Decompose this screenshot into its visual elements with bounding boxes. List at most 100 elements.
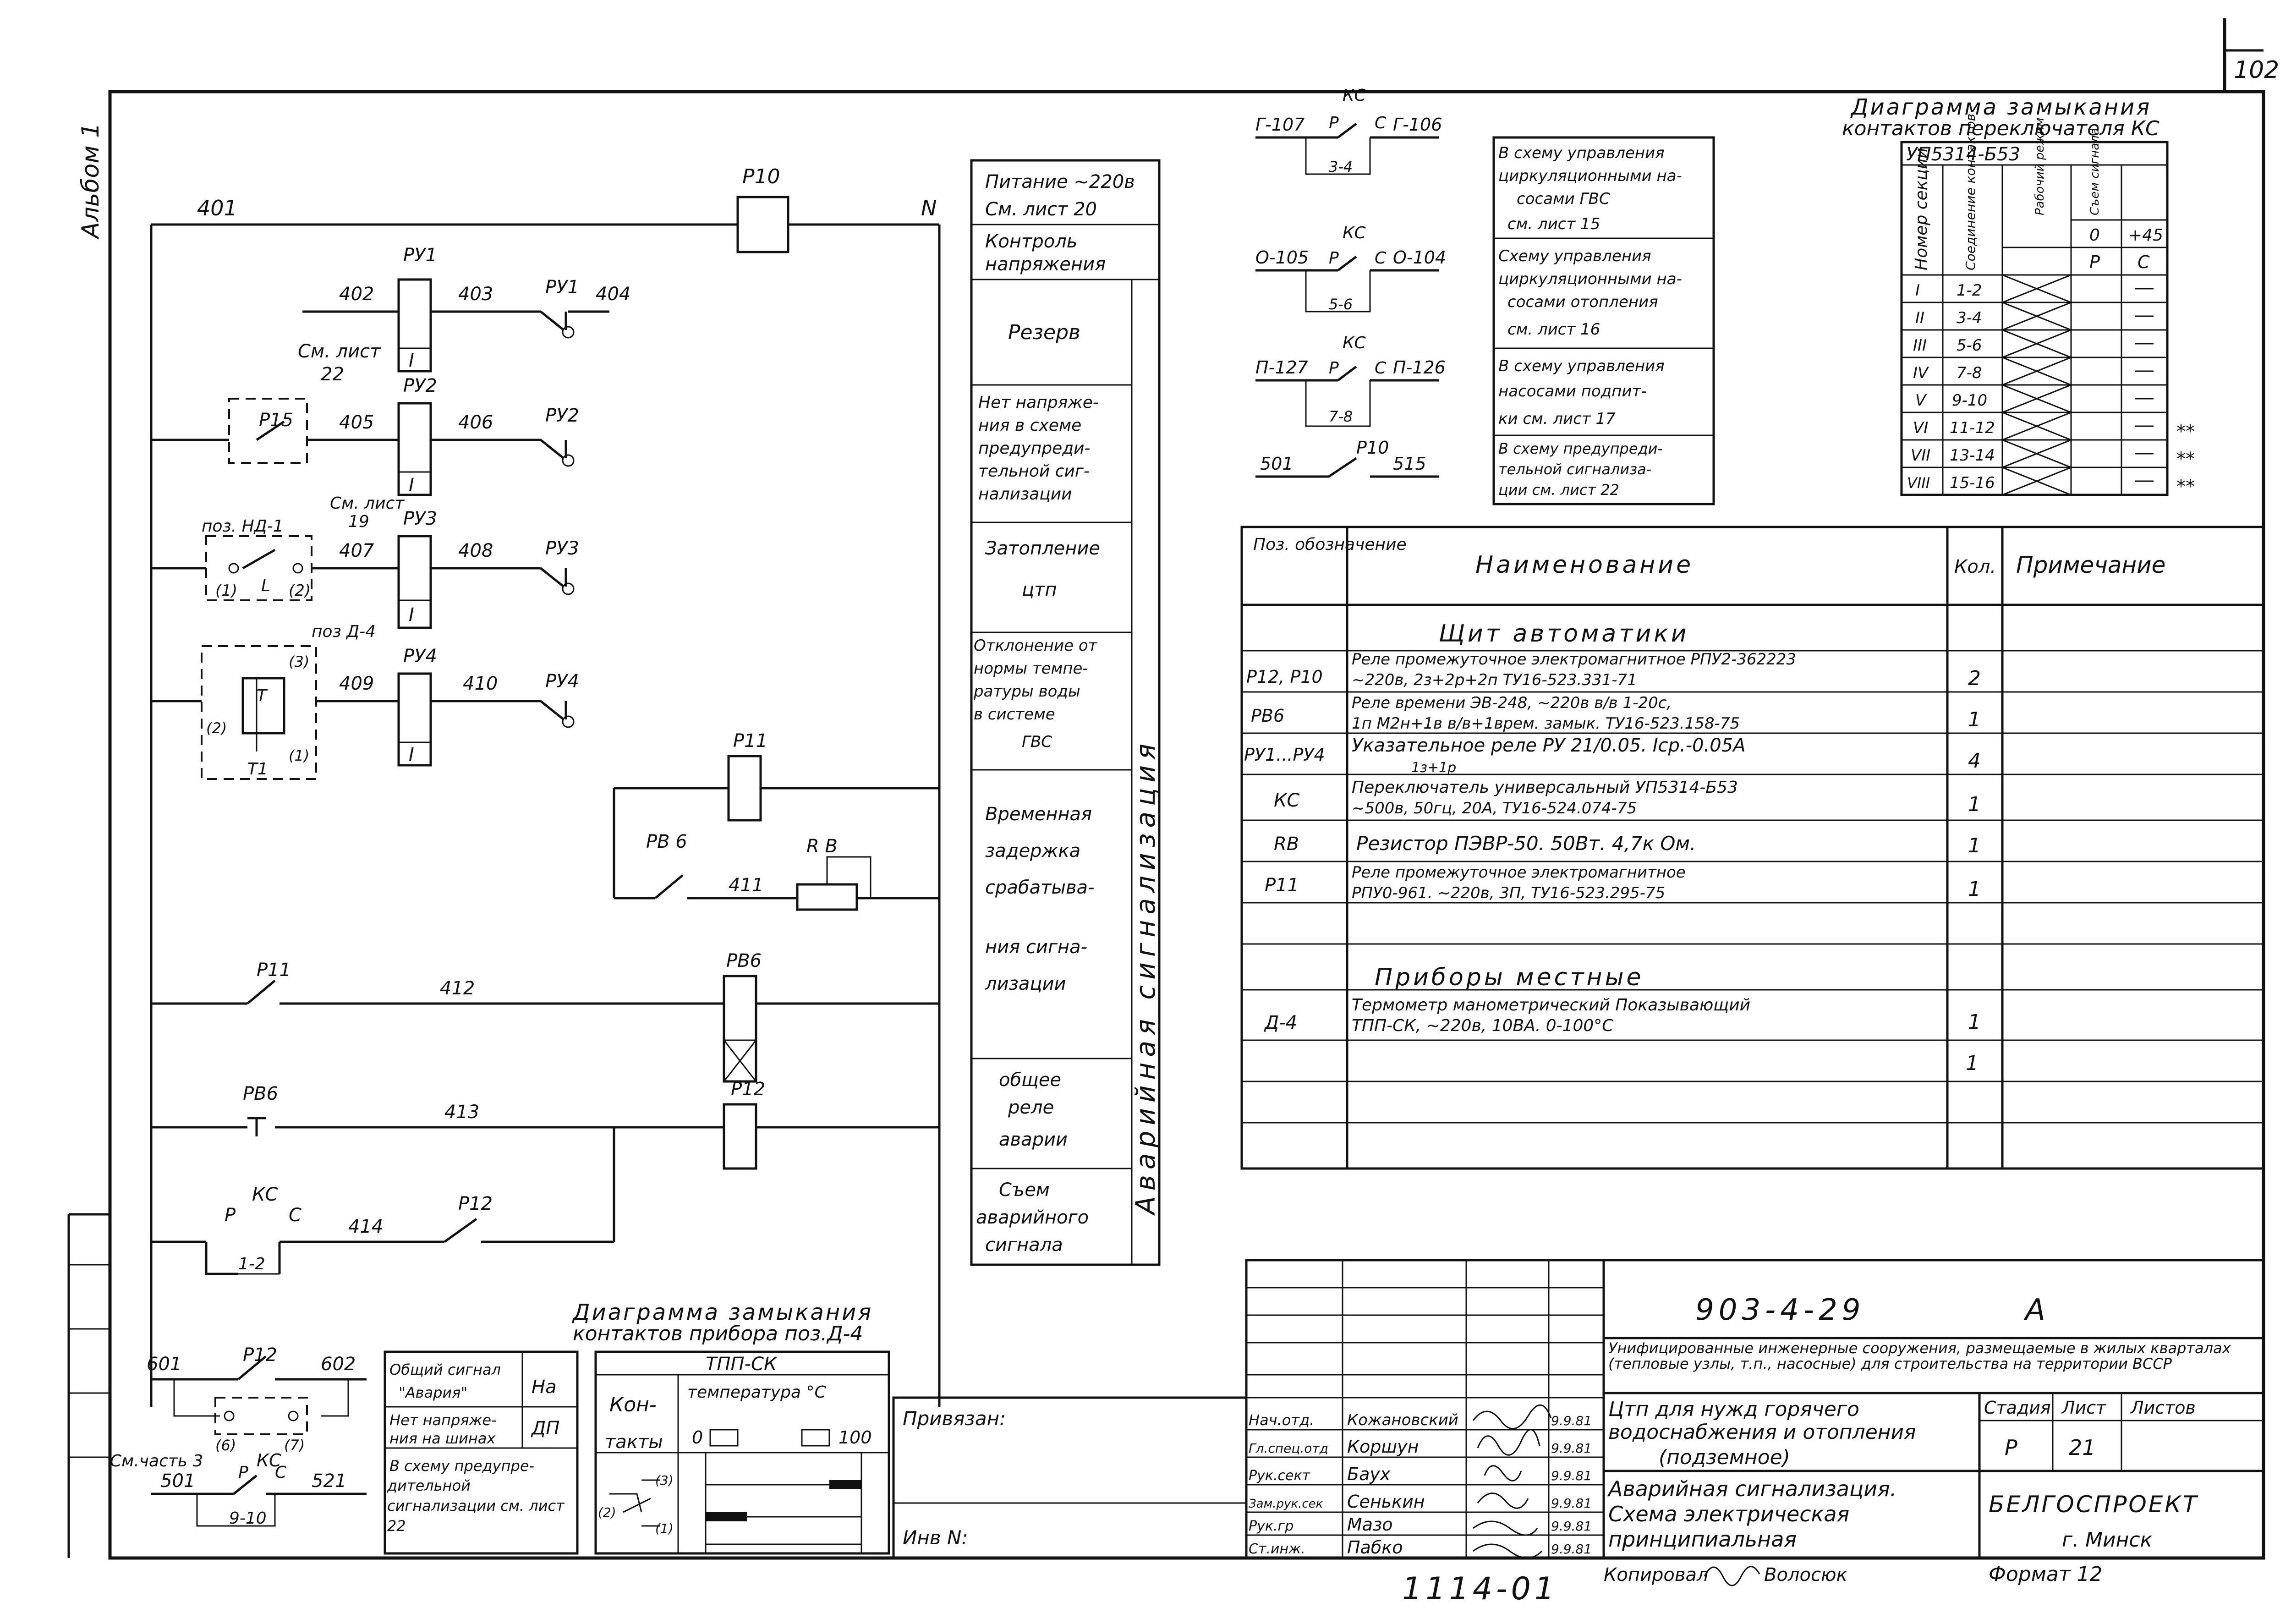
svg-text:Рук.сект: Рук.сект bbox=[1249, 1468, 1311, 1484]
svg-text:ки см. лист 17: ки см. лист 17 bbox=[1498, 410, 1616, 428]
svg-text:Р: Р bbox=[2005, 1435, 2017, 1460]
svg-text:Аварийная сигнализация.: Аварийная сигнализация. bbox=[1607, 1476, 1896, 1501]
svg-text:1: 1 bbox=[1966, 1052, 1979, 1075]
svg-text:О-105: О-105 bbox=[1255, 247, 1309, 268]
svg-text:402: 402 bbox=[339, 284, 374, 305]
signatures bbox=[1472, 1404, 1552, 1559]
svg-text:нализации: нализации bbox=[978, 485, 1072, 504]
svg-text:7-8: 7-8 bbox=[1329, 408, 1353, 425]
svg-text:РУ3: РУ3 bbox=[545, 538, 579, 559]
svg-text:поз Д-4: поз Д-4 bbox=[312, 622, 376, 641]
kc-closure-diagram: Диаграмма замыкания контактов переключат… bbox=[1842, 94, 2195, 497]
relay-coil-p11 bbox=[727, 755, 762, 822]
svg-text:Поз. обозначение: Поз. обозначение bbox=[1253, 535, 1407, 554]
svg-text:(7): (7) bbox=[284, 1437, 305, 1454]
svg-text:КС: КС bbox=[1343, 334, 1366, 352]
svg-text:(2): (2) bbox=[206, 719, 227, 737]
svg-text:I: I bbox=[409, 350, 414, 371]
svg-text:4: 4 bbox=[1968, 749, 1981, 773]
d4-closure-diagram: Диаграмма замыкания контактов прибора по… bbox=[572, 1300, 890, 1555]
svg-text:~220в, 2з+2р+2п ТУ16-523.331-: ~220в, 2з+2р+2п ТУ16-523.331-71 bbox=[1352, 671, 1637, 689]
svg-text:задержка: задержка bbox=[985, 840, 1080, 861]
svg-text:С: С bbox=[275, 1463, 287, 1482]
svg-text:(1): (1) bbox=[215, 582, 237, 600]
svg-text:КС: КС bbox=[252, 1184, 278, 1205]
svg-text:**: ** bbox=[2176, 421, 2195, 442]
svg-text:Р11: Р11 bbox=[733, 730, 767, 752]
svg-text:414: 414 bbox=[348, 1216, 383, 1237]
svg-text:1: 1 bbox=[1968, 1010, 1981, 1034]
svg-text:R В: R В bbox=[806, 836, 838, 857]
svg-text:19: 19 bbox=[348, 512, 369, 531]
title-block: 903-4-29 А Унифицированные инженерные со… bbox=[892, 1259, 2265, 1607]
svg-text:сосами отопления: сосами отопления bbox=[1507, 293, 1658, 311]
svg-text:С: С bbox=[1375, 359, 1387, 378]
svg-text:Привязан:: Привязан: bbox=[903, 1407, 1006, 1430]
svg-text:RВ: RВ bbox=[1274, 834, 1299, 855]
svg-text:аварии: аварии bbox=[999, 1129, 1068, 1150]
svg-text:Инв N:: Инв N: bbox=[903, 1526, 968, 1549]
svg-text:Р: Р bbox=[2089, 252, 2100, 272]
svg-text:I: I bbox=[409, 604, 414, 625]
svg-text:Лист: Лист bbox=[2061, 1398, 2107, 1418]
svg-text:3-4: 3-4 bbox=[1957, 309, 1982, 327]
svg-text:Р12: Р12 bbox=[731, 1079, 765, 1100]
svg-text:9.9.81: 9.9.81 bbox=[1551, 1468, 1592, 1483]
svg-text:(3): (3) bbox=[655, 1473, 674, 1488]
svg-text:Р11: Р11 bbox=[1265, 875, 1299, 896]
svg-text:Т: Т bbox=[257, 686, 268, 705]
svg-text:(2): (2) bbox=[598, 1505, 616, 1520]
svg-text:(1): (1) bbox=[655, 1521, 674, 1536]
svg-text:IV: IV bbox=[1913, 364, 1929, 382]
svg-text:Рабочий режим: Рабочий режим bbox=[2033, 118, 2047, 215]
svg-text:501: 501 bbox=[1260, 454, 1293, 474]
svg-text:Пабко: Пабко bbox=[1347, 1537, 1403, 1558]
svg-text:"Авария": "Авария" bbox=[399, 1384, 467, 1401]
svg-text:1: 1 bbox=[1968, 834, 1981, 857]
svg-text:Р: Р bbox=[1329, 114, 1339, 132]
svg-text:Реле времени ЭВ-248, ~220в в/: Реле времени ЭВ-248, ~220в в/в 1-20с, bbox=[1352, 694, 1672, 712]
svg-text:Кол.: Кол. bbox=[1954, 556, 1996, 577]
resistor-rb bbox=[796, 883, 858, 911]
svg-text:Г-106: Г-106 bbox=[1393, 115, 1442, 135]
sheet-number: 102 bbox=[2234, 56, 2279, 84]
svg-text:2: 2 bbox=[1968, 667, 1981, 690]
svg-text:Д-4: Д-4 bbox=[1264, 1012, 1297, 1033]
svg-text:Р: Р bbox=[238, 1463, 248, 1482]
svg-text:9.9.81: 9.9.81 bbox=[1551, 1441, 1592, 1456]
svg-text:контактов переключателя КС: контактов переключателя КС bbox=[1842, 117, 2159, 140]
svg-text:КС: КС bbox=[1343, 86, 1366, 105]
svg-text:РВ6: РВ6 bbox=[726, 950, 762, 971]
svg-text:9-10: 9-10 bbox=[229, 1509, 267, 1528]
svg-text:I: I bbox=[409, 475, 414, 496]
svg-text:П-127: П-127 bbox=[1255, 357, 1308, 378]
ladder-schematic: 401 N Р10 РУ1 I 402 403 РУ1 404 См. лист… bbox=[150, 165, 941, 1407]
svg-text:21: 21 bbox=[2069, 1435, 2096, 1460]
svg-text:III: III bbox=[1913, 336, 1927, 355]
svg-text:521: 521 bbox=[312, 1470, 346, 1492]
svg-text:такты: такты bbox=[605, 1432, 663, 1453]
svg-text:сигнала: сигнала bbox=[985, 1234, 1063, 1256]
svg-text:контактов прибора поз.Д-4: контактов прибора поз.Д-4 bbox=[573, 1322, 863, 1345]
svg-text:100: 100 bbox=[839, 1427, 872, 1448]
svg-text:Схема электрическая: Схема электрическая bbox=[1608, 1502, 1849, 1526]
svg-text:Реле промежуточное электромагн: Реле промежуточное электромагнитное РПУ2… bbox=[1352, 650, 1796, 669]
svg-text:Съем сигнала: Съем сигнала bbox=[2088, 128, 2102, 215]
svg-text:Примечание: Примечание bbox=[2016, 552, 2165, 578]
svg-text:тельной сиг-: тельной сиг- bbox=[978, 462, 1090, 481]
svg-text:РУ2: РУ2 bbox=[403, 375, 437, 396]
svg-text:Т1: Т1 bbox=[247, 760, 268, 779]
svg-text:Нач.отд.: Нач.отд. bbox=[1249, 1411, 1314, 1429]
relay-coil-p12 bbox=[723, 1103, 757, 1170]
svg-text:сосами ГВС: сосами ГВС bbox=[1517, 190, 1610, 208]
svg-text:РУ1: РУ1 bbox=[545, 277, 579, 298]
coil-label-p10: Р10 bbox=[742, 165, 780, 188]
svg-text:общее: общее bbox=[999, 1070, 1061, 1091]
svg-text:7-8: 7-8 bbox=[1957, 364, 1982, 382]
svg-text:I: I bbox=[1915, 281, 1920, 300]
svg-text:г. Минск: г. Минск bbox=[2062, 1528, 2153, 1552]
bus-label-401: 401 bbox=[197, 196, 237, 220]
svg-text:Стадия: Стадия bbox=[1984, 1398, 2051, 1418]
p15-box bbox=[228, 398, 308, 464]
svg-text:водоснабжения и отопления: водоснабжения и отопления bbox=[1608, 1421, 1916, 1444]
